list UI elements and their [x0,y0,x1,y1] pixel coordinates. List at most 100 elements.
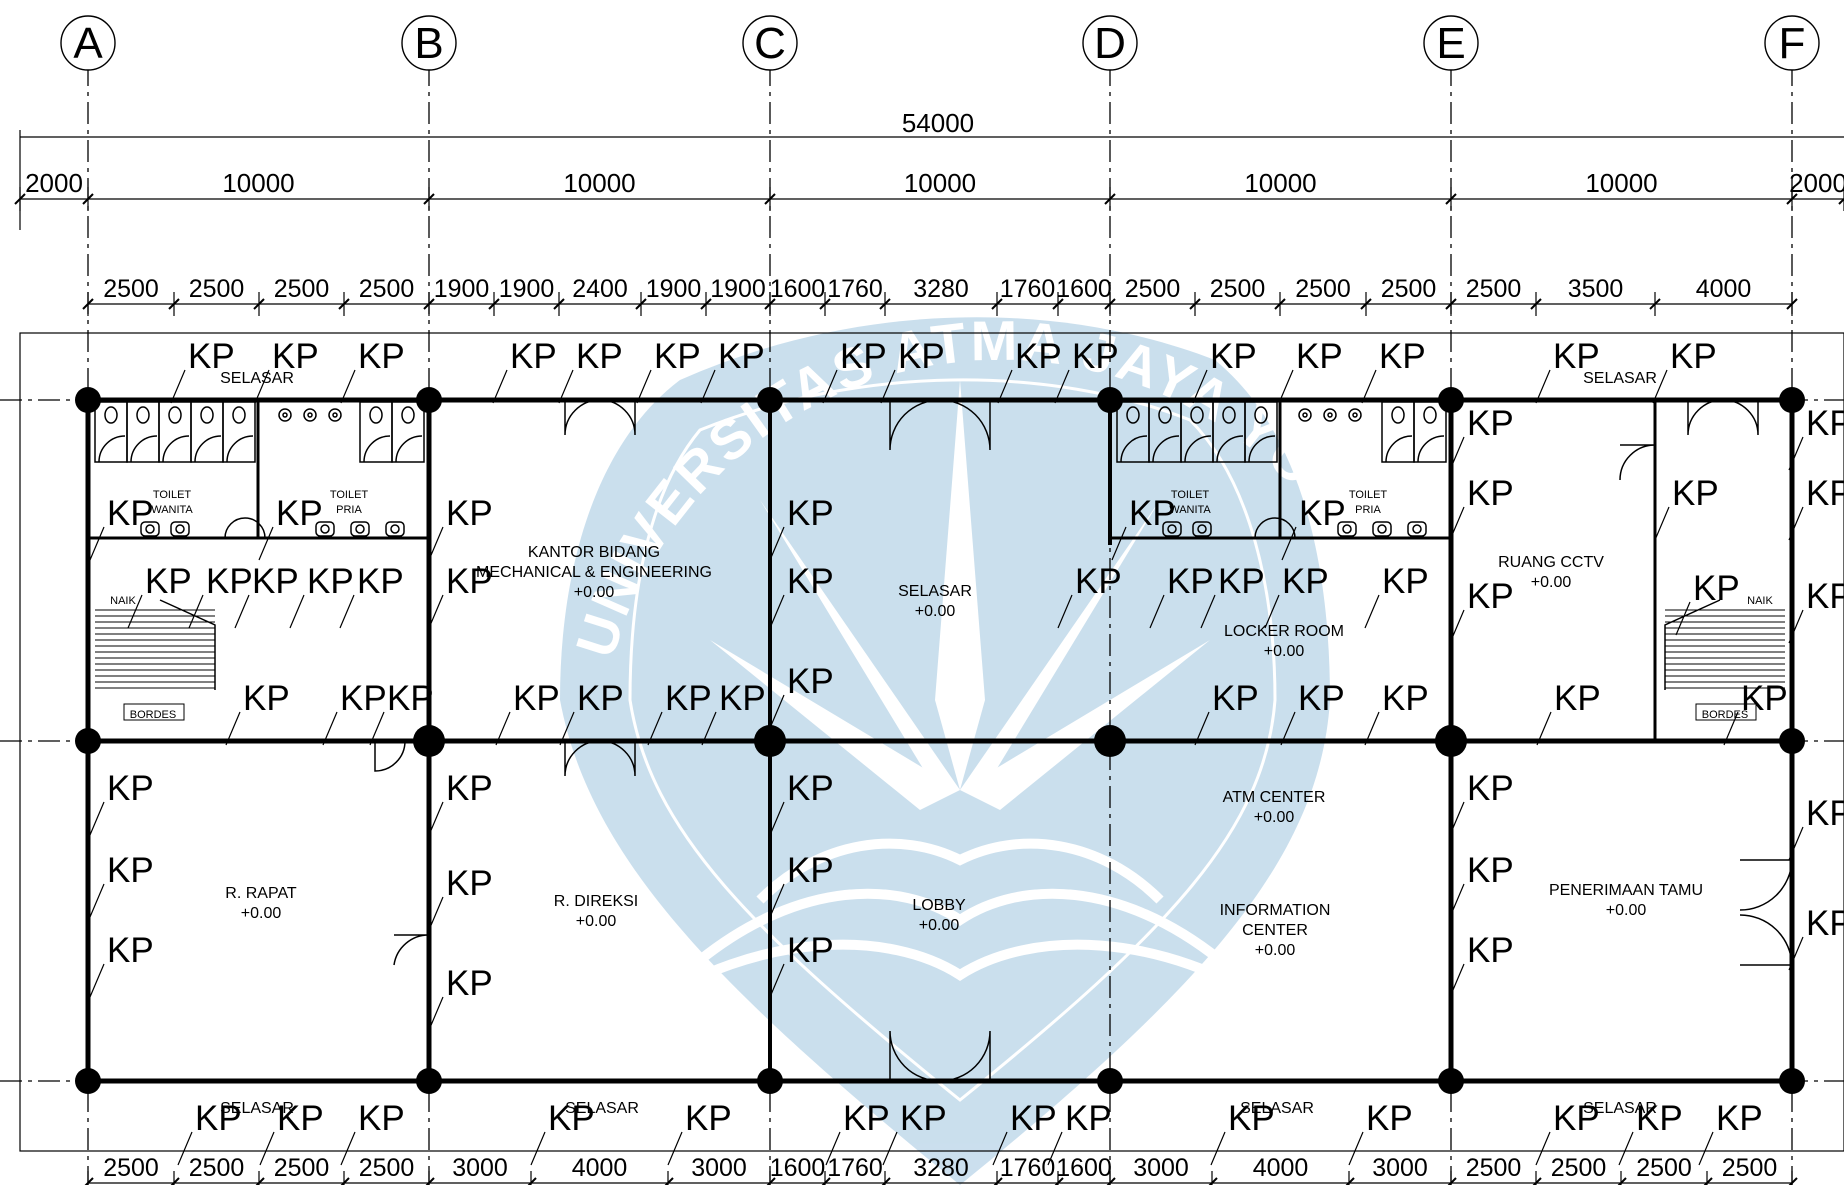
kp-tag-label: KP [787,769,834,808]
grid-label: A [73,19,103,68]
kp-tag: KP [636,337,701,404]
kp-tag-label: KP [787,494,834,533]
column [75,728,101,754]
kp-tag-label: KP [576,337,623,376]
room-label-info: +0.00 [1255,942,1296,959]
kp-tag-label: KP [1693,569,1740,608]
kp-tag-label: KP [358,1099,405,1138]
room-label-toilet-wanita-1: WANITA [151,504,193,516]
kp-tag: KP [700,337,765,404]
grid-bubble-f: F [1764,15,1820,71]
room-label-toilet-wanita-2: TOILET [1171,489,1210,501]
top-dimension-21: 4000 [1696,275,1752,303]
kp-tag: KP [428,494,493,561]
kp-tag-label: KP [900,1099,947,1138]
kp-tag: KP [701,679,766,746]
kp-tag: KP [127,562,192,629]
kp-tags: KP KP KP KP KP KP KP KP KP KP KP KP KP KP KP KP KP KP KP KP… [89,337,1844,1166]
bay-dimension-3: 10000 [563,168,635,198]
kp-tag: KP [558,337,623,404]
kp-tag: KP [769,769,834,836]
kp-tag-label: KP [1010,1099,1057,1138]
room-label-toilet-pria-2: PRIA [1355,504,1381,516]
kp-tag: KP [258,494,323,561]
grid-label: F [1779,19,1806,68]
bottom-dimension-11: 1760 [1000,1154,1056,1182]
room-label-direksi: +0.00 [576,913,617,930]
kp-tag: KP [225,679,290,746]
kp-tag: KP [1364,562,1429,629]
column [757,1068,783,1094]
kp-tag-label: KP [718,337,765,376]
bottom-dimension-7: 3000 [691,1154,747,1182]
kp-tag: KP [1264,562,1329,629]
kp-tag-label: KP [1015,337,1062,376]
kp-tag-label: KP [1382,679,1429,718]
kp-tag-label: KP [787,662,834,701]
column [1094,725,1126,757]
bay-dimension-6: 10000 [1585,168,1657,198]
kp-tag: KP [1788,404,1844,471]
kp-tag-label: KP [340,679,387,718]
kp-tag-label: KP [107,851,154,890]
kp-tag-label: KP [1212,679,1259,718]
kp-tag-label: KP [188,337,235,376]
bottom-dimension-3: 2500 [274,1154,330,1182]
room-label-bordes-2: BORDES [1702,709,1748,721]
grid-label: C [754,19,786,68]
kp-tag-label: KP [1806,474,1844,513]
kp-tag-label: KP [1467,931,1514,970]
kp-tag-label: KP [206,562,253,601]
room-label-tamu: +0.00 [1606,902,1647,919]
top-dimension-6: 1900 [499,275,555,303]
kp-tag-label: KP [513,679,560,718]
room-label-selasar-bot-4: SELASAR [1583,1100,1657,1117]
room-labels: SELASARTOILETWANITATOILETPRIANAIKBORDESK… [110,370,1773,1117]
room-label-info: INFORMATION [1220,902,1331,919]
bay-dimension-1: 2000 [25,168,83,198]
kp-tag-label: KP [1467,474,1514,513]
top-dimension-11: 1760 [827,275,883,303]
kp-tag: KP [1788,474,1844,541]
top-dimension-8: 1900 [646,275,702,303]
room-label-selasar-bot-2: SELASAR [565,1100,639,1117]
room-label-kantor: KANTOR BIDANG [528,544,660,561]
bottom-dimension-8: 1600 [770,1154,826,1182]
top-dimension-13: 1760 [1000,275,1056,303]
bottom-dimension-12: 1600 [1056,1154,1112,1182]
structural-columns [75,387,1805,1094]
kp-tag-label: KP [358,337,405,376]
room-label-selasar-mid: SELASAR [898,583,972,600]
kp-tag: KP [1675,569,1740,636]
overall-dimension: 54000 [902,108,974,138]
kp-tag: KP [495,679,560,746]
kp-tag-label: KP [1072,337,1119,376]
column [75,387,101,413]
bay-dimension-7: 2000 [1789,168,1844,198]
room-label-tamu: PENERIMAAN TAMU [1549,882,1703,899]
kp-tag: KP [1192,337,1257,404]
bottom-dimension-17: 2500 [1551,1154,1607,1182]
top-dimension-10: 1600 [770,275,826,303]
column [1779,1068,1805,1094]
room-label-selasar-mid: +0.00 [915,603,956,620]
kp-tag: KP [1200,562,1265,629]
kp-tag-label: KP [446,494,493,533]
kp-tag: KP [1449,851,1514,918]
kp-tag-label: KP [1382,562,1429,601]
kp-tag-label: KP [1299,494,1346,533]
kp-tag: KP [369,679,434,746]
kp-tag: KP [89,769,154,836]
kp-tag-label: KP [1210,337,1257,376]
kp-tag: KP [1280,679,1345,746]
column [416,1068,442,1094]
column [1097,1068,1123,1094]
column [1779,728,1805,754]
room-label-info: CENTER [1242,922,1308,939]
kp-tag-label: KP [787,931,834,970]
kp-tag-label: KP [446,769,493,808]
kp-tag: KP [769,494,834,561]
kp-tag: KP [769,931,834,998]
column [1097,387,1123,413]
kp-tag-label: KP [145,562,192,601]
